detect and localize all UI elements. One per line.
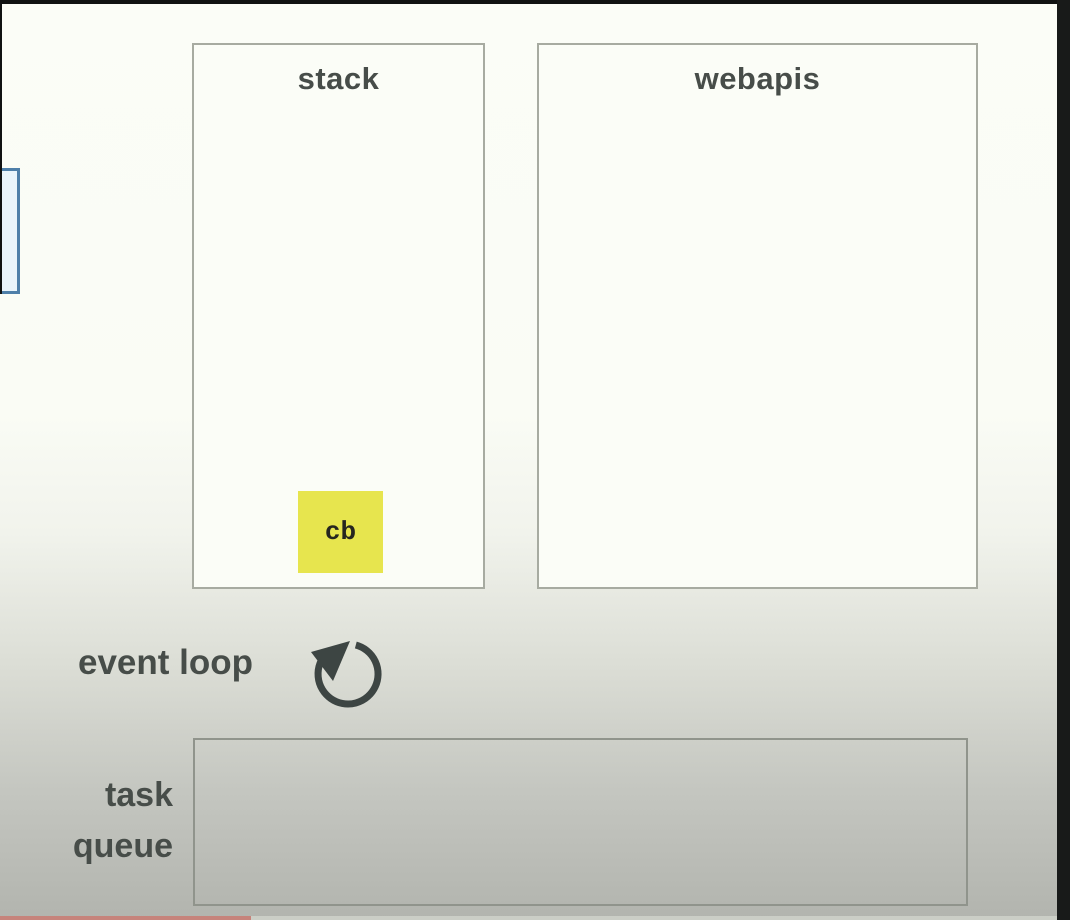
video-seek-bar-played (0, 916, 251, 920)
letterbox-left-strip (0, 0, 2, 294)
task-queue-panel (193, 738, 968, 906)
stack-items-area: cb (194, 45, 483, 587)
task-queue-label-line1: task (104, 776, 173, 814)
video-seek-bar[interactable] (0, 916, 1057, 920)
task-queue-label: task queue (0, 770, 173, 872)
letterbox-right-bar (1057, 0, 1070, 920)
stack-panel-title: stack (297, 61, 380, 96)
code-highlight-box (0, 168, 20, 294)
webapis-panel-title: webapis (694, 61, 821, 96)
event-loop-label: event loop (78, 643, 254, 682)
stack-panel: stack cb (192, 43, 485, 589)
letterbox-top-strip (0, 0, 1070, 4)
task-queue-label-line2: queue (72, 827, 173, 865)
stack-frame-cb: cb (298, 491, 383, 573)
counterclockwise-rotate-icon (300, 628, 390, 713)
webapis-panel: webapis (537, 43, 978, 589)
